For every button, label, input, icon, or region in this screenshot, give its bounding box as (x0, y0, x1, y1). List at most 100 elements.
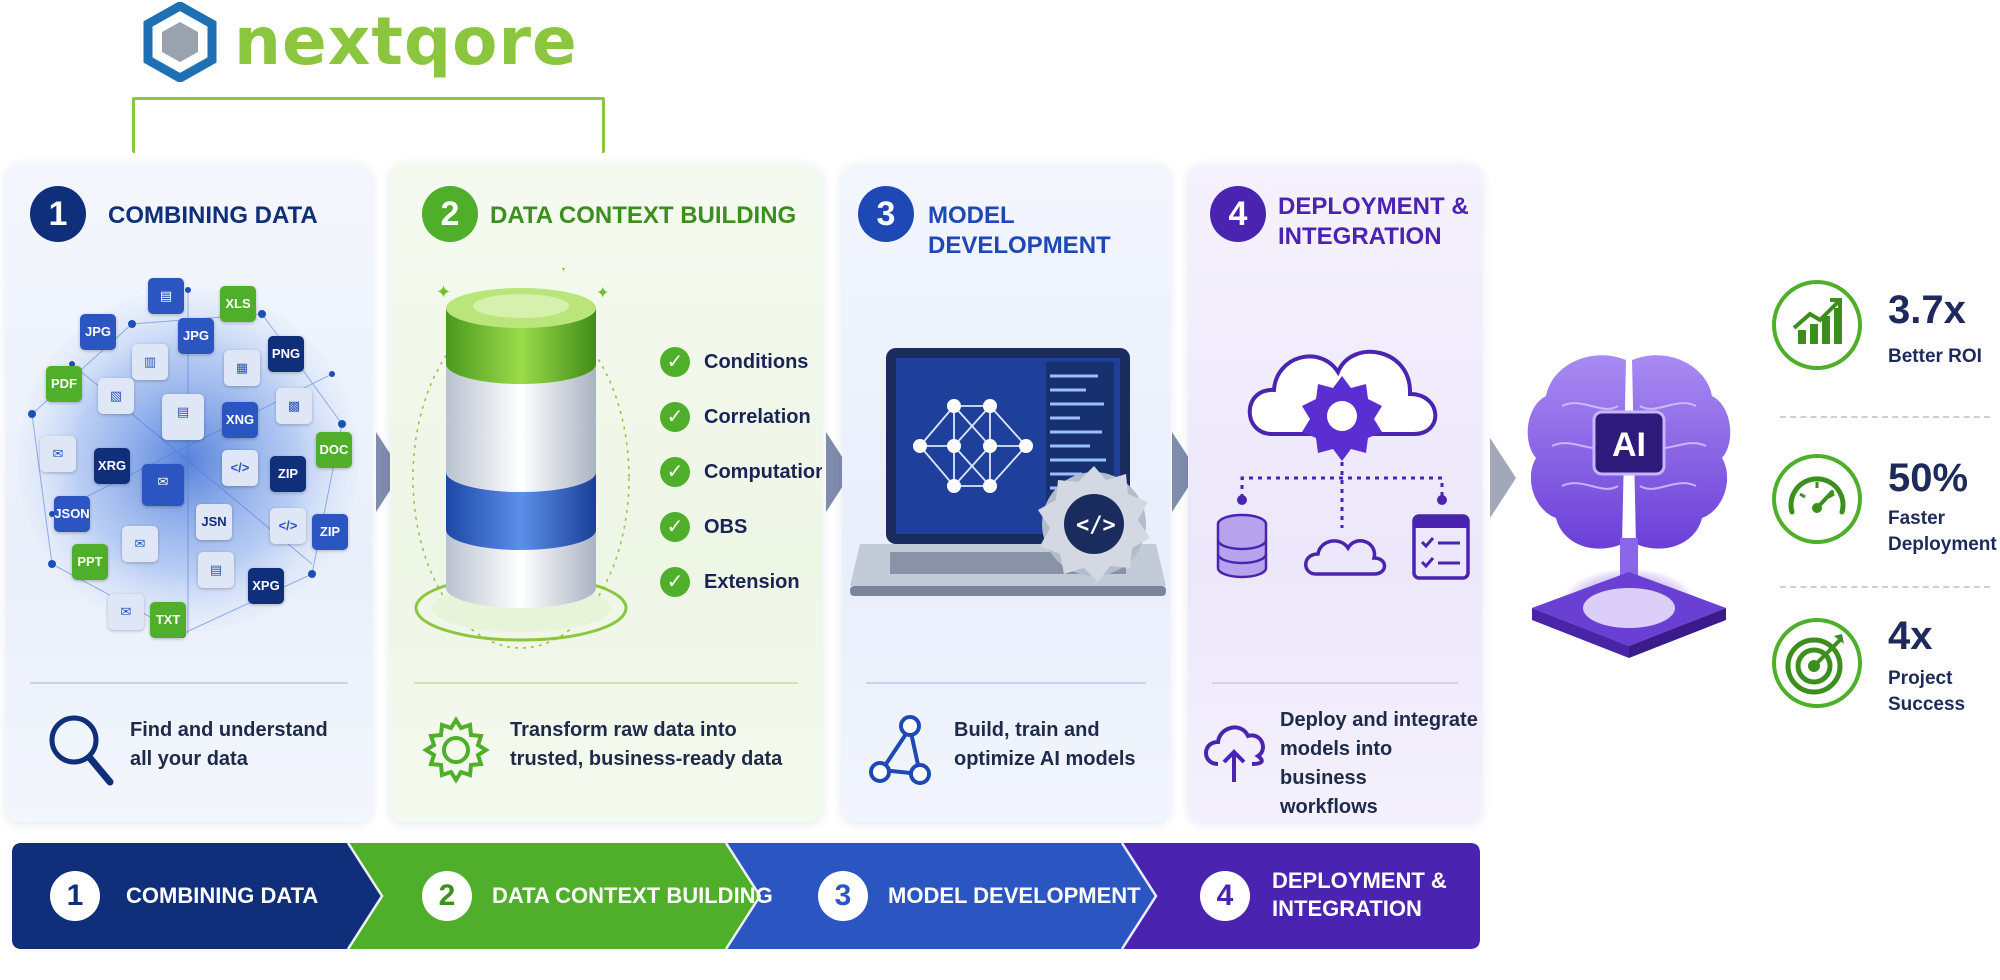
checklist-item: ✓Extension (660, 565, 800, 599)
band-step-number: 4 (1200, 871, 1250, 921)
metric-label-line: Deployment (1888, 534, 1997, 555)
checklist-item: ✓ Correlation (660, 400, 811, 434)
file-tile-pdf: PDF (46, 366, 82, 402)
mail-tile-icon: ✉ (142, 464, 184, 506)
metric-label-line: Project (1888, 668, 1953, 689)
step-description-line: Deploy and integrate (1280, 709, 1478, 731)
step-description: Deploy and integrate models into busines… (1280, 706, 1482, 822)
step-card-data-context-building: 2 DATA CONTEXT BUILDING ✦✦ ✦✦ ✓Condition… (390, 164, 822, 822)
band-step-label: COMBINING DATA (126, 883, 319, 908)
metric-label: Project Success (1888, 666, 1965, 718)
check-icon: ✓ (660, 512, 690, 542)
step-description-line: trusted, business-ready data (510, 748, 783, 770)
metric-label-line: Success (1888, 694, 1966, 715)
band-step-label: MODEL DEVELOPMENT (888, 883, 1141, 908)
cloud-upload-icon (1204, 725, 1265, 782)
card-divider (414, 682, 798, 684)
file-tile-json: JSON (54, 496, 90, 532)
envelope-file-icon: ✉ (122, 526, 158, 562)
step-description-line: Find and understand (130, 719, 328, 741)
speedometer-icon (1788, 476, 1846, 515)
check-icon: ✓ (660, 457, 690, 487)
metric-icon-ring (1772, 454, 1862, 544)
card-divider (1212, 682, 1458, 684)
svg-text:✦: ✦ (556, 268, 571, 276)
file-tile-icon: ▤ (148, 278, 184, 314)
step-number-badge: 3 (858, 186, 914, 242)
file-tile-txt: TXT (150, 602, 186, 638)
svg-text:</>: </> (1076, 513, 1116, 538)
flow-arrow-icon (1490, 438, 1516, 518)
process-band-shapes (12, 843, 1480, 949)
metric-separator (1780, 586, 1990, 588)
step-description-line: workflows (1280, 796, 1378, 818)
brand-wordmark: nextqore (234, 3, 578, 80)
band-step-number: 2 (422, 871, 472, 921)
step-description: Transform raw data into trusted, busines… (510, 716, 782, 774)
checklist-label: OBS (704, 515, 748, 538)
brand-logo: nextqore (140, 0, 620, 84)
file-tile-xpg: XPG (248, 568, 284, 604)
band-step-label: DEPLOYMENT & INTEGRATION (1272, 867, 1447, 923)
step-title: DATA CONTEXT BUILDING (490, 202, 797, 229)
checklist-item: ✓ Conditions (660, 345, 808, 379)
step-title: DEPLOYMENT & INTEGRATION (1278, 192, 1469, 252)
checklist-item: ✓Computation (660, 455, 822, 489)
step-card-model-development: 3 MODEL DEVELOPMENT </> (842, 164, 1170, 822)
step-card-combining-data: 1 COMBINING DATA (6, 164, 372, 822)
svg-text:✦: ✦ (436, 282, 451, 302)
file-tile-xrg: XRG (94, 448, 130, 484)
database-stack-icon: ✦ ✦ ✦ ✦ (412, 268, 630, 649)
file-tile-doc: DOC (316, 432, 352, 468)
cloud-deployment-icon (1216, 349, 1470, 580)
network-triangle-icon (869, 715, 931, 785)
step-title-line: INTEGRATION (1278, 223, 1442, 250)
step-description-line: optimize AI models (954, 748, 1136, 770)
checklist-label: Correlation (704, 405, 811, 428)
document-file-icon: ▦ (224, 350, 260, 386)
doc-file-icon: ▤ (162, 394, 204, 440)
checklist-label: Conditions (704, 350, 809, 373)
band-step-label-line: INTEGRATION (1272, 896, 1422, 921)
card-divider (866, 682, 1146, 684)
step-description-line: models into business (1280, 738, 1393, 789)
step-description-line: all your data (130, 748, 248, 770)
metric-label: Better ROI (1888, 344, 1982, 370)
logo-bracket (132, 97, 605, 153)
bar-chart-file-icon: ▥ (132, 344, 168, 380)
target-icon (1785, 634, 1844, 695)
band-step-number: 3 (818, 871, 868, 921)
gear-icon (422, 716, 490, 784)
step-number-badge: 1 (30, 186, 86, 242)
magnifier-icon (49, 715, 114, 786)
laptop-neural-network-icon: </> (850, 348, 1166, 596)
step-description: Find and understand all your data (130, 716, 328, 774)
svg-text:✦: ✦ (506, 268, 516, 271)
check-icon: ✓ (660, 402, 690, 432)
file-tile-jpg: JPG (80, 314, 116, 350)
band-step-number: 1 (50, 871, 100, 921)
svg-text:✦: ✦ (596, 285, 609, 302)
step-title-line: DEPLOYMENT & (1278, 193, 1469, 220)
metric-label: Faster Deployment (1888, 506, 1997, 558)
band-step-label-line: DEPLOYMENT & (1272, 868, 1447, 893)
file-tile-xng: XNG (222, 402, 258, 438)
process-band: 1 COMBINING DATA 2 DATA CONTEXT BUILDING… (12, 843, 1480, 949)
picture-file-icon: ▩ (276, 388, 312, 424)
metric-value: 50% (1888, 456, 1969, 500)
step-number-badge: 4 (1210, 186, 1266, 242)
ai-badge-text: AI (1612, 426, 1646, 464)
step-title: MODEL DEVELOPMENT (928, 202, 1111, 259)
card-divider (30, 682, 348, 684)
mail-file-icon: ✉ (40, 436, 76, 472)
file-tile-zip: ZIP (270, 456, 306, 492)
file-tile-jpg-2: JPG (178, 318, 214, 354)
ai-brain-icon: AI (1527, 355, 1731, 658)
file-tile-zip-2: ZIP (312, 514, 348, 550)
image-file-icon: ▧ (98, 378, 134, 414)
file-tile-ppt: PPT (72, 544, 108, 580)
check-icon: ✓ (660, 347, 690, 377)
band-step-label: DATA CONTEXT BUILDING (492, 883, 773, 908)
metric-icon-ring (1772, 618, 1862, 708)
metric-label-line: Faster (1888, 508, 1946, 529)
